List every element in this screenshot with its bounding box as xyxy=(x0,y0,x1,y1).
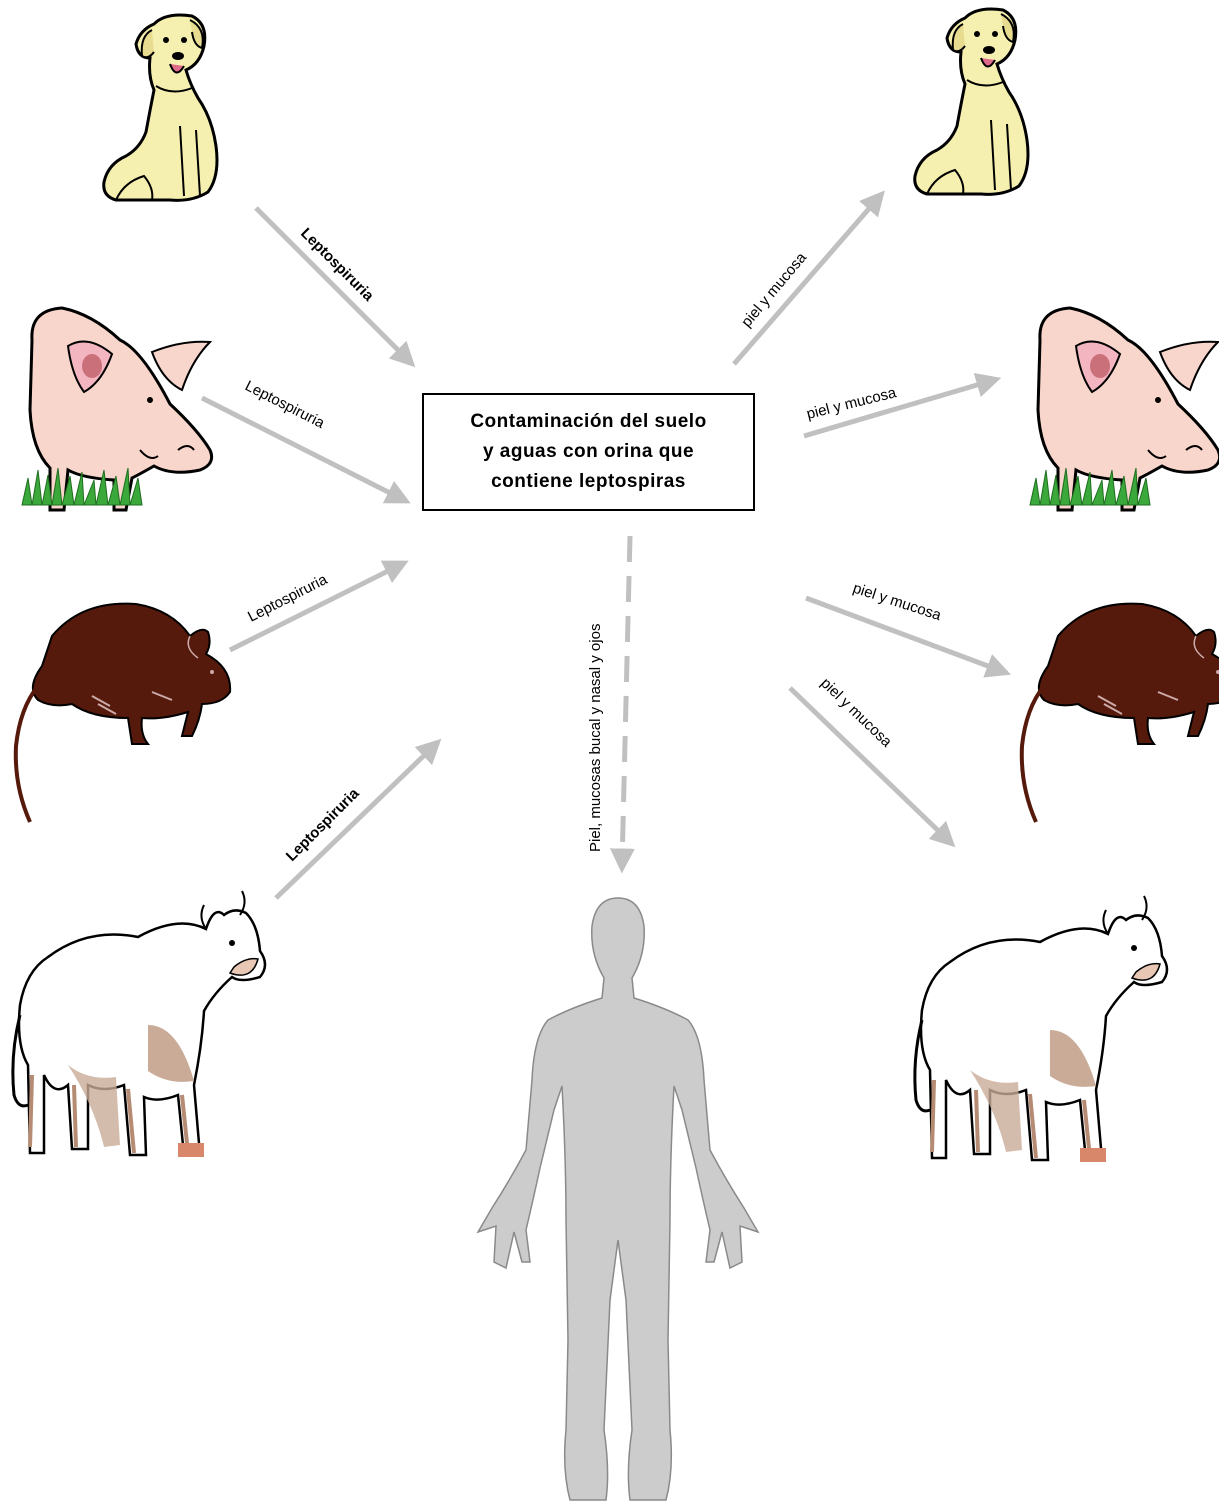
pig-icon xyxy=(22,308,212,510)
center-line-2: y aguas con orina que xyxy=(483,437,694,467)
arrow-center-to-cow xyxy=(790,688,950,842)
rat-icon xyxy=(16,604,230,822)
dog-icon xyxy=(915,9,1028,194)
label-human: Piel, mucosas bucal y nasal y ojos xyxy=(587,624,604,852)
label-dog-in: Leptospiruria xyxy=(297,225,377,305)
arrow-cow-to-center xyxy=(276,744,436,898)
human-silhouette-icon xyxy=(478,898,758,1500)
rat-icon xyxy=(1022,604,1219,822)
arrow-center-to-dog xyxy=(734,196,880,364)
center-line-1: Contaminación del suelo xyxy=(470,407,706,437)
label-cow-out: piel y mucosa xyxy=(817,675,895,751)
pig-icon xyxy=(1030,308,1219,510)
dog-icon xyxy=(104,15,217,200)
arrow-center-to-human xyxy=(622,536,630,866)
center-line-3: contiene leptospiras xyxy=(491,467,686,497)
cow-icon xyxy=(915,896,1167,1162)
label-pig-out: piel y mucosa xyxy=(805,384,899,423)
label-rat-in: Leptospiruria xyxy=(245,571,331,626)
arrow-dog-to-center xyxy=(256,208,410,362)
cow-icon xyxy=(13,891,265,1157)
contamination-box: Contaminación del suelo y aguas con orin… xyxy=(422,393,755,511)
